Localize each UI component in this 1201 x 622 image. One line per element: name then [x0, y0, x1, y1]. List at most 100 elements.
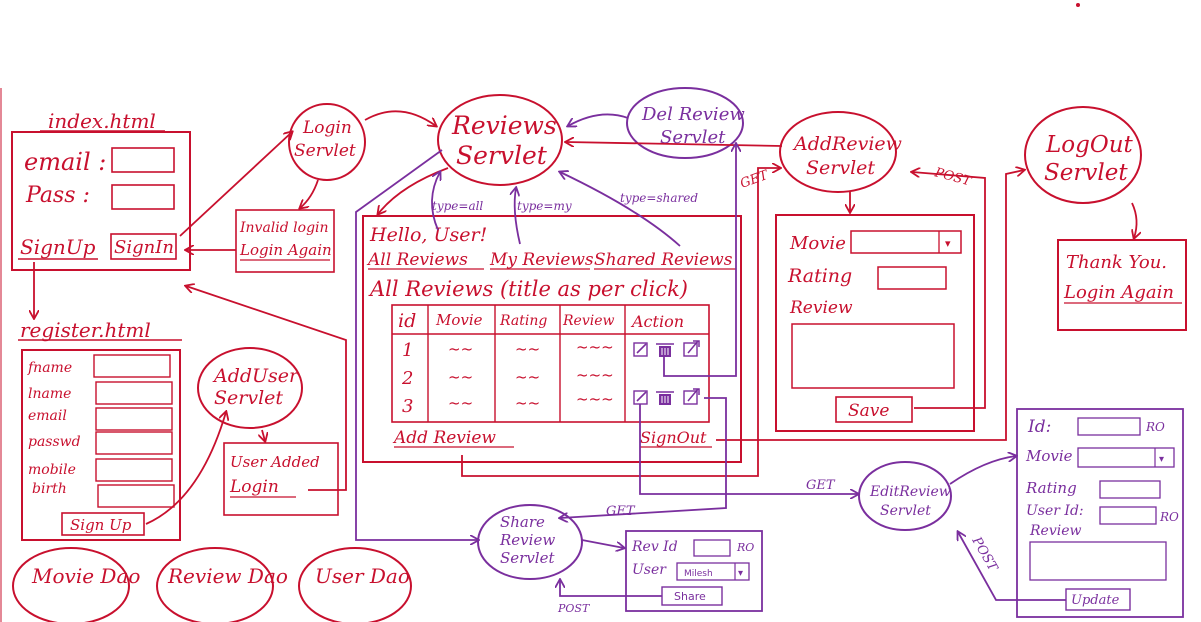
email-field[interactable]	[111, 147, 175, 173]
adduser-servlet-ellipse	[197, 347, 303, 429]
edit-movie-select[interactable]	[1077, 447, 1175, 468]
edit-icon[interactable]	[633, 342, 648, 357]
row-id: 3	[402, 396, 413, 417]
tab-all-reviews[interactable]: All Reviews	[366, 250, 468, 270]
addreview-ellipse	[779, 111, 897, 193]
register-field-input[interactable]	[95, 381, 173, 405]
arrow-logout-to-thankyou	[1132, 202, 1137, 238]
row-movie: ~~	[448, 368, 473, 386]
movie-select[interactable]	[850, 230, 962, 254]
edit-form: Id: RO Movie ▾ Rating User Id: RO Review…	[1016, 408, 1184, 618]
arrow-save-post	[912, 172, 986, 409]
register-field-input[interactable]	[93, 354, 171, 378]
signin-button[interactable]	[110, 233, 177, 260]
thank-you-box: Thank You. Login Again	[1057, 239, 1187, 331]
register-field-label: email	[28, 408, 67, 424]
dao-group: Movie Dao Review Dao User Dao	[12, 547, 412, 622]
register-field-input[interactable]	[95, 458, 173, 482]
login-servlet: Login Servlet	[288, 103, 366, 181]
label-post-save: POST	[932, 165, 974, 190]
greeting-text: Hello, User!	[369, 224, 487, 246]
share-review-label-1: Share	[500, 513, 545, 531]
thank-you-login-link[interactable]: Login Again	[1063, 282, 1174, 303]
signout-link[interactable]: SignOut	[640, 428, 707, 447]
arrow-edit-get	[639, 404, 858, 494]
email-label: email :	[24, 148, 106, 176]
arrow-share-get	[560, 397, 727, 518]
addreview-movie-label: Movie	[789, 233, 846, 254]
addreview-review-textarea[interactable]	[791, 323, 955, 389]
tab-shared-reviews[interactable]: Shared Reviews	[594, 250, 733, 270]
share-icon[interactable]	[683, 388, 700, 405]
register-fields: fname lname email passwd mobile birth	[27, 354, 175, 508]
reviews-servlet-label-1: Reviews	[451, 111, 557, 140]
edit-userid-label: User Id:	[1026, 503, 1084, 519]
addreview-rating-field[interactable]	[877, 266, 947, 290]
logout-servlet: LogOut Servlet	[1024, 106, 1142, 204]
dot-mark	[1076, 3, 1080, 7]
password-field[interactable]	[111, 184, 175, 210]
share-review-label-3: Servlet	[500, 549, 555, 567]
table-frame	[391, 304, 710, 423]
arrow-signin-to-login	[179, 132, 292, 237]
register-field-input[interactable]	[95, 431, 173, 455]
row-3-actions	[633, 388, 700, 405]
user-added-box: User Added Login	[223, 442, 339, 516]
row-movie: ~~	[448, 340, 473, 358]
share-form: Rev Id RO User Milesh ▾ Share	[625, 530, 763, 612]
chevron-down-icon: ▾	[1159, 454, 1164, 465]
arrow-login-to-invalid	[300, 179, 319, 208]
share-icon[interactable]	[683, 340, 700, 357]
register-signup-button[interactable]	[61, 512, 145, 536]
row-review: ~~~	[576, 366, 614, 384]
arrow-signout-to-logout	[716, 170, 1024, 441]
table-row: 1 ~~ ~~ ~~~	[402, 338, 614, 361]
register-field-label: mobile	[28, 462, 76, 478]
edit-movie-label: Movie	[1025, 447, 1073, 465]
reviews-page-frame	[362, 215, 742, 463]
invalid-login-box: Invalid login Login Again	[235, 209, 335, 273]
register-field-input[interactable]	[97, 484, 175, 508]
label-get-addreview: GET	[738, 167, 771, 191]
edit-icon[interactable]	[633, 390, 648, 405]
edit-userid-field[interactable]	[1099, 506, 1157, 525]
share-revid-field[interactable]	[693, 539, 731, 557]
row-review: ~~~	[576, 338, 614, 356]
row-id: 1	[402, 340, 413, 361]
register-page-title: register.html	[20, 318, 151, 342]
add-review-link[interactable]: Add Review	[392, 428, 496, 448]
login-servlet-ellipse	[288, 103, 366, 181]
arrow-del-servlet-to-reviews	[568, 113, 629, 126]
save-button-label: Save	[848, 401, 889, 421]
edit-rating-field[interactable]	[1099, 480, 1161, 499]
edit-id-field[interactable]	[1077, 417, 1141, 436]
table-row: 2 ~~ ~~ ~~~	[401, 366, 614, 389]
invalid-login-text: Invalid login	[239, 220, 329, 236]
row-rating: ~~	[515, 340, 540, 358]
share-user-select[interactable]	[676, 562, 750, 581]
reviews-servlet: Reviews Servlet	[437, 94, 563, 186]
arrow-login-link-to-index	[186, 286, 347, 491]
tab-my-reviews[interactable]: My Reviews	[489, 250, 594, 270]
arrow-reviews-left-loop	[355, 149, 478, 540]
table-header-cell: id	[398, 310, 416, 332]
edit-review-textarea[interactable]	[1029, 541, 1167, 581]
logout-label-1: LogOut	[1045, 132, 1134, 158]
addreview-rating-label: Rating	[787, 265, 852, 287]
arrow-share-post	[560, 580, 662, 597]
save-button[interactable]	[835, 396, 913, 423]
chevron-down-icon: ▾	[738, 568, 743, 579]
user-added-login-link[interactable]: Login	[229, 477, 279, 497]
edit-review-label: Review	[1029, 523, 1081, 539]
label-post-share: POST	[557, 602, 591, 615]
signup-link[interactable]: SignUp	[20, 235, 96, 259]
register-field-input[interactable]	[95, 407, 173, 431]
delete-icon[interactable]	[656, 391, 674, 405]
delete-icon[interactable]	[656, 343, 674, 357]
register-field-label: birth	[32, 481, 67, 497]
share-user-value: Milesh	[684, 569, 713, 579]
param-type-my: type=my	[517, 199, 572, 213]
del-review-label-2: Servlet	[660, 127, 726, 148]
register-page-frame	[21, 349, 181, 541]
param-type-all: type=all	[432, 199, 483, 213]
